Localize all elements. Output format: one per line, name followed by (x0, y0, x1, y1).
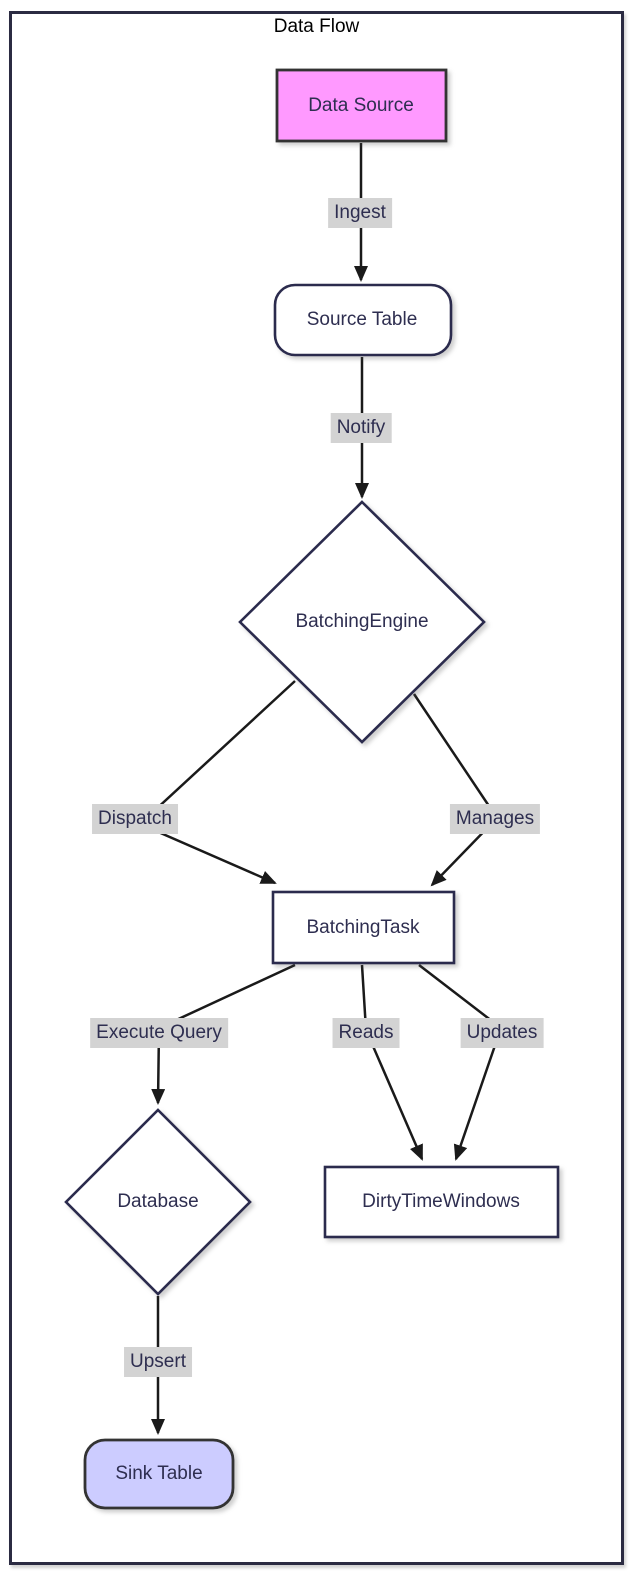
edge-label-dispatch: Dispatch (92, 804, 178, 834)
edge-label-ingest: Ingest (328, 198, 392, 228)
edge-label-updates: Updates (460, 1018, 544, 1048)
edge-label-notify: Notify (330, 413, 392, 443)
data-source-shape (275, 68, 448, 143)
edge-label-upsert: Upsert (124, 1347, 192, 1377)
source-table-shape (273, 283, 453, 357)
node-label-data-source: Data Source (308, 95, 414, 116)
node-label-batching-engine: BatchingEngine (295, 611, 429, 632)
database-shape (64, 1108, 252, 1296)
batching-task-shape (271, 890, 456, 965)
batching-engine-shape (238, 500, 486, 744)
diagram-frame (9, 11, 624, 1565)
node-label-database: Database (117, 1191, 199, 1212)
node-label-batching-task: BatchingTask (306, 917, 420, 938)
node-label-dirty-time-windows: DirtyTimeWindows (362, 1191, 520, 1212)
edge-manages (412, 693, 499, 887)
node-shapes (64, 68, 560, 1510)
edge-label-reads: Reads (332, 1018, 400, 1048)
edge-label-manages: Manages (449, 804, 541, 834)
node-label-source-table: Source Table (306, 309, 418, 330)
node-label-sink-table: Sink Table (115, 1463, 203, 1484)
edge-dispatch (137, 680, 296, 885)
edge-label-execute-query: Execute Query (90, 1018, 228, 1048)
edge-updates (418, 964, 503, 1161)
diagram-title: Data Flow (273, 16, 360, 37)
sink-table-shape (83, 1438, 235, 1510)
edge-reads (360, 964, 424, 1161)
dirty-time-windows-shape (323, 1165, 560, 1239)
